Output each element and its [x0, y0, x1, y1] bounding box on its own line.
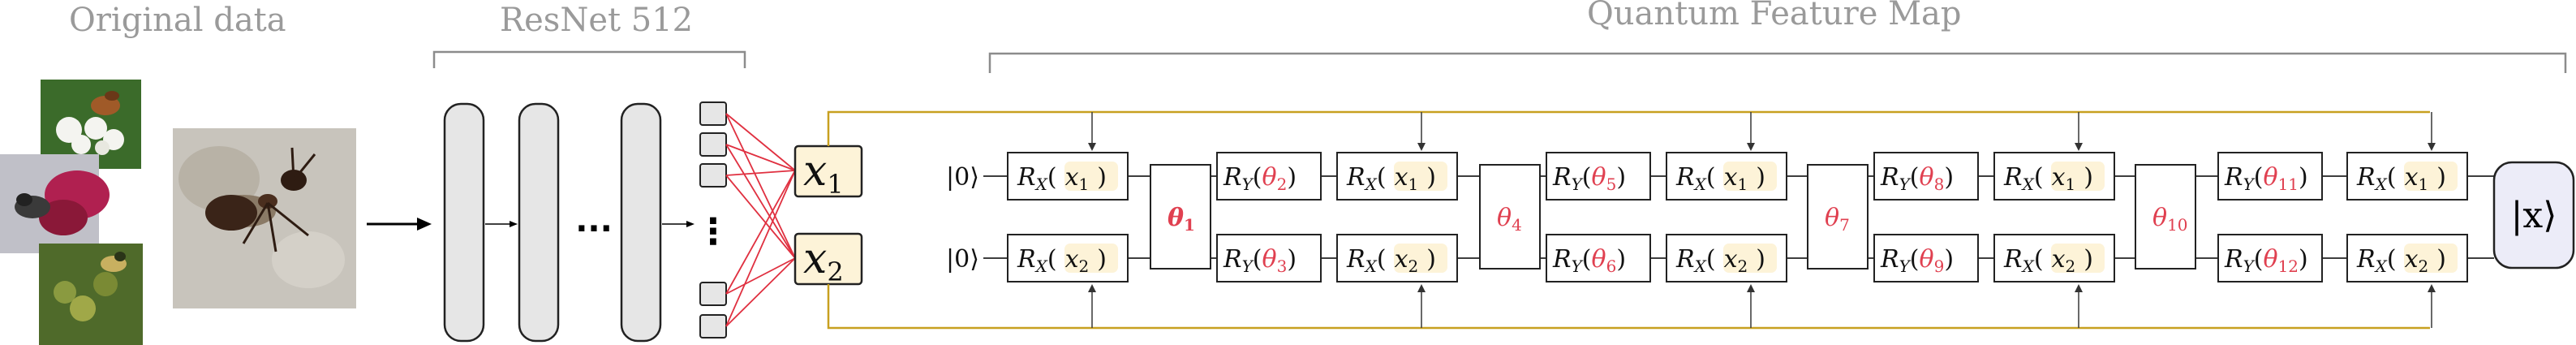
svg-text:RY(θ5): RY(θ5): [1552, 163, 1626, 194]
svg-text:RX(x1): RX(x1): [1017, 163, 1107, 194]
resnet-layer-3: [620, 102, 662, 343]
rx-gate-3-q2: RX(x2): [1666, 234, 1787, 282]
feature-x2-label: x2: [803, 235, 844, 287]
qfm-bracket: [988, 52, 2567, 73]
svg-text:RY(θ6): RY(θ6): [1552, 245, 1626, 276]
rx-gate-5-q1: RX(x1): [2346, 152, 2468, 201]
x2-feed-line: [827, 284, 2430, 330]
svg-text:RY(θ3): RY(θ3): [1223, 245, 1297, 276]
svg-text:RX(x1): RX(x1): [2003, 163, 2093, 194]
svg-text:θ1: θ1: [1168, 204, 1195, 235]
svg-text:RY(θ2): RY(θ2): [1223, 163, 1297, 194]
neuron-vdots: ⋮: [695, 211, 731, 252]
output-state-label: |x⟩: [2511, 195, 2557, 236]
title-quantum-feature-map: Quantum Feature Map: [1587, 0, 1961, 32]
entangling-gate-4: θ10: [2135, 164, 2196, 270]
rx-gate-2-q1: RX(x1): [1336, 152, 1458, 201]
ry-gate-2-q2: RY(θ6): [1546, 234, 1651, 282]
entangling-gate-1: θ1: [1150, 164, 1211, 270]
svg-text:θ4: θ4: [1497, 204, 1522, 235]
rx-gate-1-q1: RX(x1): [1007, 152, 1129, 201]
image-fly-on-red-flower: [0, 154, 110, 253]
svg-text:RY(θ9): RY(θ9): [1880, 245, 1954, 276]
ry-gate-1-q1: RY(θ2): [1216, 152, 1322, 201]
svg-text:RX(x2): RX(x2): [1675, 245, 1765, 276]
svg-text:RX(x1): RX(x1): [1675, 163, 1765, 194]
svg-text:θ7: θ7: [1825, 204, 1850, 235]
x1-feed-line: [827, 110, 2430, 146]
title-resnet: ResNet 512: [500, 2, 693, 39]
fc-connections: [725, 113, 796, 327]
svg-text:RY(θ12): RY(θ12): [2224, 245, 2308, 276]
ry-gate-1-q2: RY(θ3): [1216, 234, 1322, 282]
image-insect-on-buds: [39, 244, 143, 345]
image-bee-on-flowers: [41, 80, 141, 169]
circuit-gates: RX(x1) RX(x2) RX(x1) RX(x2) RX(x1) RX(x2) RX(x…: [1007, 152, 2468, 282]
entangling-gate-2: θ4: [1479, 164, 1541, 270]
svg-text:RX(x1): RX(x1): [1346, 163, 1436, 194]
resnet-bracket: [432, 50, 746, 68]
resnet-ellipsis: ...: [575, 202, 613, 239]
svg-text:RX(x2): RX(x2): [1017, 245, 1107, 276]
rx-gate-2-q2: RX(x2): [1336, 234, 1458, 282]
ry-gate-2-q1: RY(θ5): [1546, 152, 1651, 201]
ry-gate-3-q1: RY(θ8): [1873, 152, 1979, 201]
rx-gate-5-q2: RX(x2): [2346, 234, 2468, 282]
output-state-box: [2492, 161, 2575, 270]
rx-gate-4-q1: RX(x1): [1993, 152, 2115, 201]
resnet-layer-1: [443, 102, 485, 343]
entangling-gate-3: θ7: [1807, 164, 1869, 270]
svg-text:RY(θ8): RY(θ8): [1880, 163, 1954, 194]
svg-text:RX(x2): RX(x2): [2356, 245, 2446, 276]
svg-text:θ10: θ10: [2152, 204, 2188, 235]
rx-gate-3-q1: RX(x1): [1666, 152, 1787, 201]
ry-gate-4-q2: RY(θ12): [2217, 234, 2323, 282]
title-original-data: Original data: [69, 2, 286, 39]
image-ant: [173, 128, 356, 308]
input-ket-2: |0⟩: [946, 245, 979, 274]
svg-text:RX(x1): RX(x1): [2356, 163, 2446, 194]
feed-arrows: [1088, 112, 2436, 328]
ry-gate-3-q2: RY(θ9): [1873, 234, 1979, 282]
input-ket-1: |0⟩: [946, 163, 979, 192]
rx-gate-4-q2: RX(x2): [1993, 234, 2115, 282]
svg-text:RY(θ11): RY(θ11): [2224, 163, 2308, 194]
resnet-layer-2: [518, 102, 560, 343]
ry-gate-4-q1: RY(θ11): [2217, 152, 2323, 201]
feature-x1-label: x1: [803, 147, 844, 200]
svg-text:RX(x2): RX(x2): [1346, 245, 1436, 276]
rx-gate-1-q2: RX(x2): [1007, 234, 1129, 282]
svg-text:RX(x2): RX(x2): [2003, 245, 2093, 276]
